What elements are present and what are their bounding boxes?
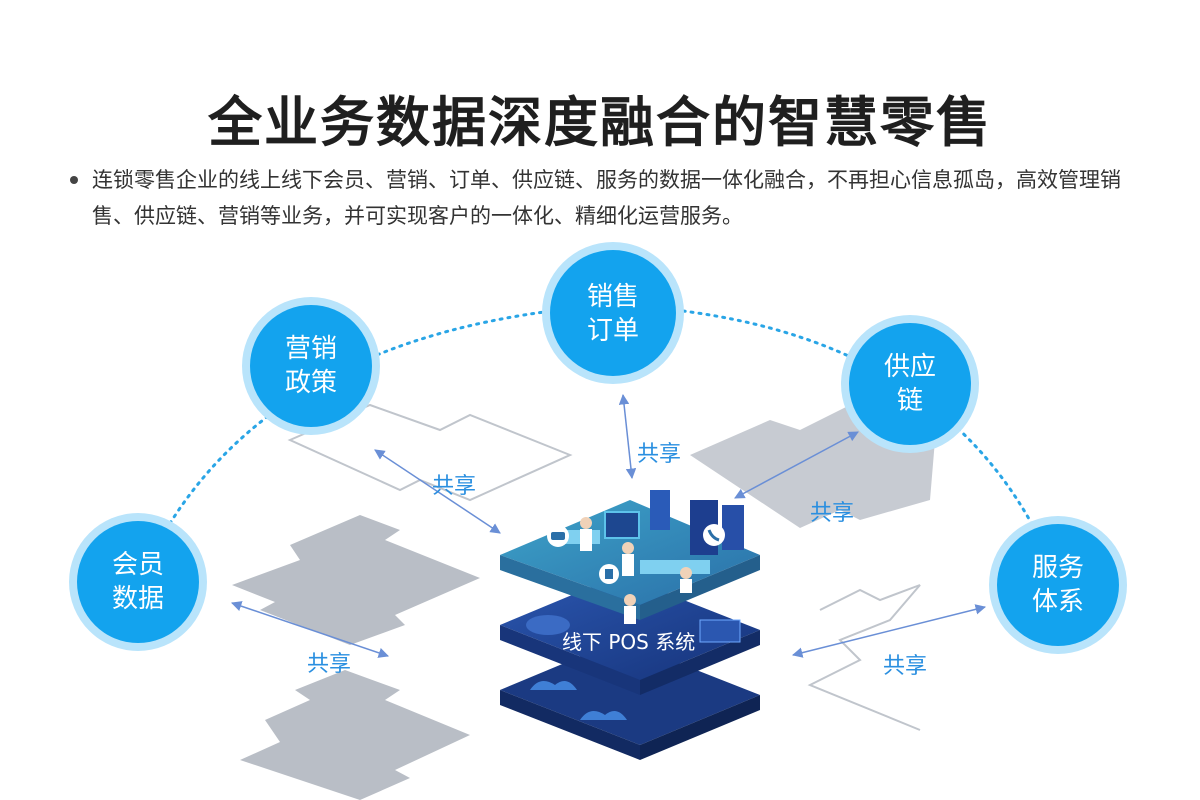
arrow-sales bbox=[618, 393, 637, 480]
share-label-service: 共享 bbox=[883, 654, 928, 679]
arrow-marketing bbox=[374, 449, 501, 534]
person-1 bbox=[580, 517, 592, 529]
arrow-member bbox=[231, 601, 389, 658]
share-label-member: 共享 bbox=[307, 652, 352, 677]
description-text: 连锁零售企业的线上线下会员、营销、订单、供应链、服务的数据一体化融合，不再担心信… bbox=[92, 168, 1121, 228]
disk-shape bbox=[526, 615, 570, 635]
node-supply-circle bbox=[841, 315, 979, 453]
node-member-circle bbox=[69, 513, 207, 651]
platform-layer-middle bbox=[500, 575, 760, 680]
cloud-shape-2 bbox=[580, 711, 627, 720]
card-terminal bbox=[699, 619, 741, 643]
desk-right bbox=[640, 560, 710, 574]
pos-system-label: 线下 POS 系统 bbox=[562, 630, 696, 654]
node-label-service: 服务 体系 bbox=[1031, 553, 1084, 617]
node-label-supply: 供应 链 bbox=[883, 352, 936, 416]
node-label-member: 会员 数据 bbox=[111, 550, 164, 614]
monitor-wall bbox=[604, 511, 640, 539]
node-label-marketing: 营销 政策 bbox=[284, 334, 337, 398]
node-marketing-circle bbox=[242, 297, 380, 435]
share-arrows bbox=[231, 393, 987, 658]
phone-icon bbox=[703, 524, 725, 546]
description: 连锁零售企业的线上线下会员、营销、订单、供应链、服务的数据一体化融合，不再担心信… bbox=[70, 162, 1130, 234]
arrow-service bbox=[791, 604, 987, 658]
page-title: 全业务数据深度融合的智慧零售 bbox=[208, 91, 992, 154]
pos-platform bbox=[500, 490, 760, 760]
person-4 bbox=[624, 594, 636, 606]
person-2 bbox=[622, 542, 634, 554]
person-3 bbox=[680, 567, 692, 579]
share-label-marketing: 共享 bbox=[432, 474, 477, 499]
bullet-dot bbox=[70, 176, 78, 184]
node-service-circle bbox=[989, 516, 1127, 654]
gray-shape-left-mid bbox=[232, 515, 480, 645]
node-label-sales: 销售 订单 bbox=[586, 282, 639, 346]
share-label-sales: 共享 bbox=[637, 442, 682, 467]
node-sales-circle bbox=[542, 242, 684, 384]
arrow-supply bbox=[734, 431, 859, 499]
gray-shape-left-bottom bbox=[240, 670, 470, 800]
platform-layer-bottom bbox=[500, 640, 760, 745]
cloud-shape bbox=[530, 681, 577, 690]
share-label-supply: 共享 bbox=[810, 501, 855, 526]
